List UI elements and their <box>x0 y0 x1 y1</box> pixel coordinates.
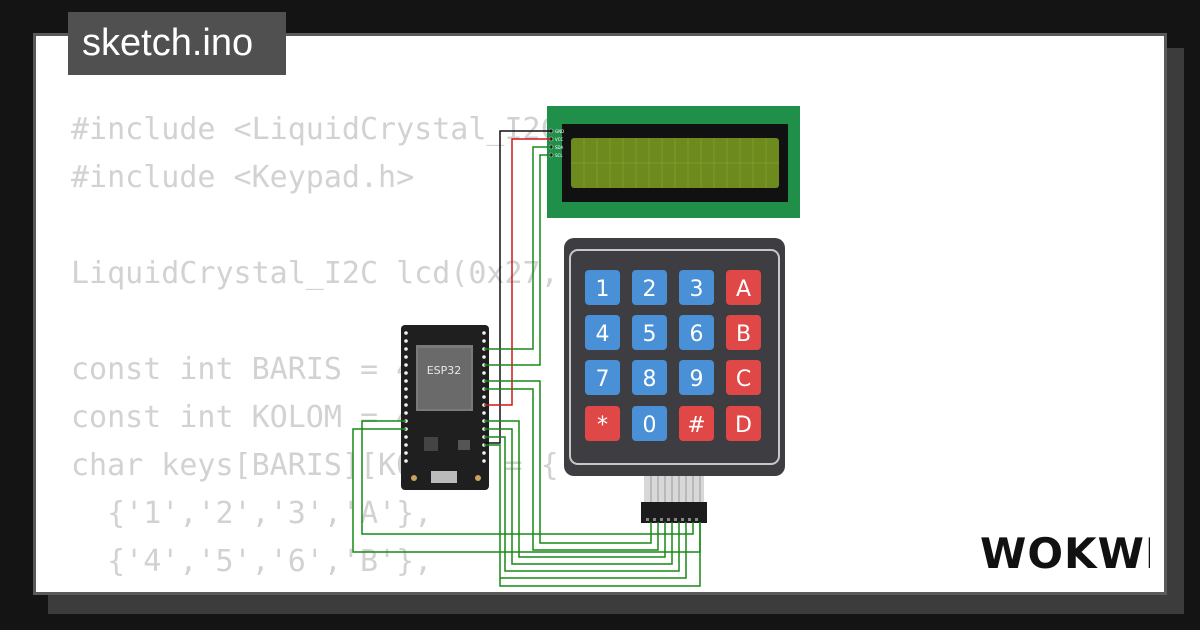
keypad-key-label: 2 <box>643 277 657 302</box>
wire-gnd <box>484 130 551 444</box>
keypad-key-label: A <box>736 277 751 302</box>
keypad-key[interactable] <box>726 270 761 305</box>
lcd-pin-label: GND <box>555 129 564 134</box>
keypad-key[interactable] <box>585 315 620 350</box>
code-line: #include <Keypad.h> <box>71 160 415 195</box>
keypad-key-label: 7 <box>596 367 610 392</box>
keypad-key-label: 3 <box>690 277 704 302</box>
keypad-key-label: 4 <box>596 322 610 347</box>
wokwi-logo[interactable]: WOKWI <box>978 524 1150 580</box>
keypad-key-label: D <box>735 413 752 438</box>
keypad-key[interactable] <box>679 360 714 395</box>
keypad-key[interactable] <box>632 270 667 305</box>
keypad-key[interactable] <box>585 360 620 395</box>
usb-port <box>431 471 457 483</box>
esp32-board[interactable]: ESP32 <box>401 325 489 490</box>
keypad-key-label: 1 <box>596 277 610 302</box>
wire-row2 <box>484 388 659 551</box>
wire-sda <box>484 146 551 350</box>
lcd-pin-label: SDA <box>555 145 564 150</box>
keypad-keys: 1 2 3 A 4 5 6 B 7 8 <box>585 270 761 441</box>
keypad-key[interactable] <box>726 315 761 350</box>
wire-bus <box>499 522 701 587</box>
keypad-key[interactable] <box>632 406 667 441</box>
keypad-4x4[interactable]: 1 2 3 A 4 5 6 B 7 8 <box>564 238 785 523</box>
keypad-key[interactable] <box>585 270 620 305</box>
wire-col1 <box>484 436 680 572</box>
wire-row3 <box>484 420 666 558</box>
keypad-key-label: 9 <box>690 367 704 392</box>
keypad-key-label: 6 <box>690 322 704 347</box>
wire-col3 <box>361 420 694 535</box>
keypad-key[interactable] <box>679 270 714 305</box>
wire-row1 <box>484 380 652 544</box>
keypad-ribbon-cable <box>641 476 707 523</box>
lcd-pin-label: VCC <box>555 137 564 142</box>
esp32-chip-label: ESP32 <box>427 364 462 377</box>
keypad-key[interactable] <box>726 360 761 395</box>
keypad-key-label: 0 <box>643 413 657 438</box>
keypad-key-label: # <box>687 413 705 438</box>
keypad-key-label: * <box>597 413 608 438</box>
lcd-pin-label: SCL <box>555 153 563 158</box>
keypad-key-label: 8 <box>643 367 657 392</box>
keypad-key[interactable] <box>679 315 714 350</box>
lcd-module[interactable]: GND VCC SDA SCL <box>547 106 800 218</box>
keypad-key[interactable] <box>632 360 667 395</box>
code-line: {'1','2','3','A'}, <box>71 496 433 531</box>
keypad-key[interactable] <box>726 406 761 441</box>
keypad-key[interactable] <box>585 406 620 441</box>
wire-scl <box>484 154 551 366</box>
filename-tab[interactable]: sketch.ino <box>68 12 286 75</box>
code-line: {'4','5','6','B'}, <box>71 544 433 579</box>
keypad-key-label: B <box>736 322 751 347</box>
wire-vcc <box>484 138 551 406</box>
keypad-key[interactable] <box>679 406 714 441</box>
keypad-key-label: C <box>736 367 751 392</box>
wokwi-logo-text: WOKWI <box>980 529 1150 578</box>
wire-row4 <box>484 428 673 565</box>
keypad-key[interactable] <box>632 315 667 350</box>
lcd-wires <box>484 130 551 444</box>
keypad-key-label: 5 <box>643 322 657 347</box>
keypad-wires <box>352 380 701 587</box>
